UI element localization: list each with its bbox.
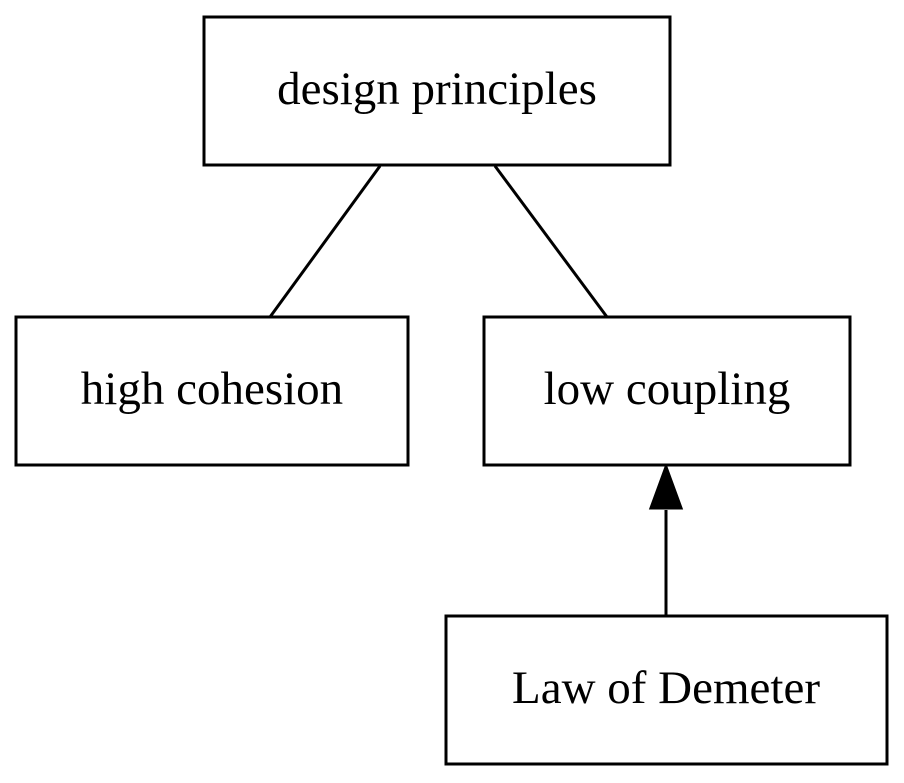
node-label: Law of Demeter bbox=[512, 662, 820, 714]
edge-design-principles-high-cohesion bbox=[268, 165, 382, 318]
node-box bbox=[14, 315, 410, 467]
node-box bbox=[482, 315, 852, 467]
node-box bbox=[444, 614, 889, 766]
edge-design-principles-low-coupling bbox=[493, 165, 609, 318]
node-box bbox=[202, 15, 672, 167]
node-label: high cohesion bbox=[81, 363, 343, 415]
node-design-principles[interactable]: design principles bbox=[202, 15, 672, 167]
node-low-coupling[interactable]: low coupling bbox=[482, 315, 852, 467]
node-high-cohesion[interactable]: high cohesion bbox=[14, 315, 410, 467]
node-label: low coupling bbox=[544, 363, 791, 415]
node-law-of-demeter[interactable]: Law of Demeter bbox=[444, 614, 889, 766]
node-label: design principles bbox=[277, 63, 597, 115]
arrowhead-low-coupling bbox=[648, 462, 684, 510]
